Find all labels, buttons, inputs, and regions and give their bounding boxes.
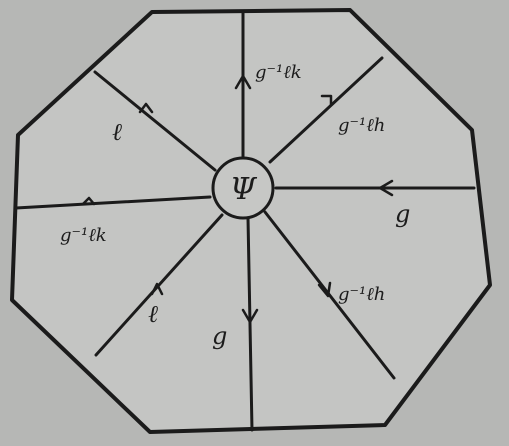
label-top: g⁻¹ℓk [255, 62, 302, 83]
arrow-right-left [378, 179, 394, 197]
arrow-upper-right-inward [320, 94, 333, 107]
edge-left [14, 195, 212, 210]
octagon-outline [10, 8, 492, 434]
center-circle [211, 156, 275, 220]
arrow-lower-left-up [150, 282, 164, 296]
arrow-lower-right-out [317, 281, 332, 298]
arrow-top-up [234, 74, 252, 90]
edges [14, 10, 476, 432]
edge-lower-right [263, 210, 396, 380]
arrows [81, 74, 394, 324]
edge-lower-left [94, 213, 224, 357]
label-upper-left: ℓ [112, 118, 122, 146]
label-lower-right: g⁻¹ℓh [338, 284, 385, 305]
arrow-left-mark [81, 196, 96, 206]
arrow-upper-left-corner [138, 102, 154, 114]
edge-upper-left [93, 70, 217, 172]
label-upper-right: g⁻¹ℓh [338, 115, 385, 136]
edge-upper-right [268, 56, 384, 164]
edge-bottom [246, 216, 254, 432]
label-lower-left: ℓ [148, 300, 158, 328]
label-right: g [395, 200, 410, 228]
label-bottom: g [212, 322, 227, 350]
edge-labels: g⁻¹ℓk ℓ g⁻¹ℓh g g⁻¹ℓk ℓ g g⁻¹ℓh [60, 62, 410, 350]
label-left: g⁻¹ℓk [60, 225, 107, 246]
arrow-bottom-down [241, 308, 259, 324]
center-label-psi: Ψ [230, 172, 258, 207]
